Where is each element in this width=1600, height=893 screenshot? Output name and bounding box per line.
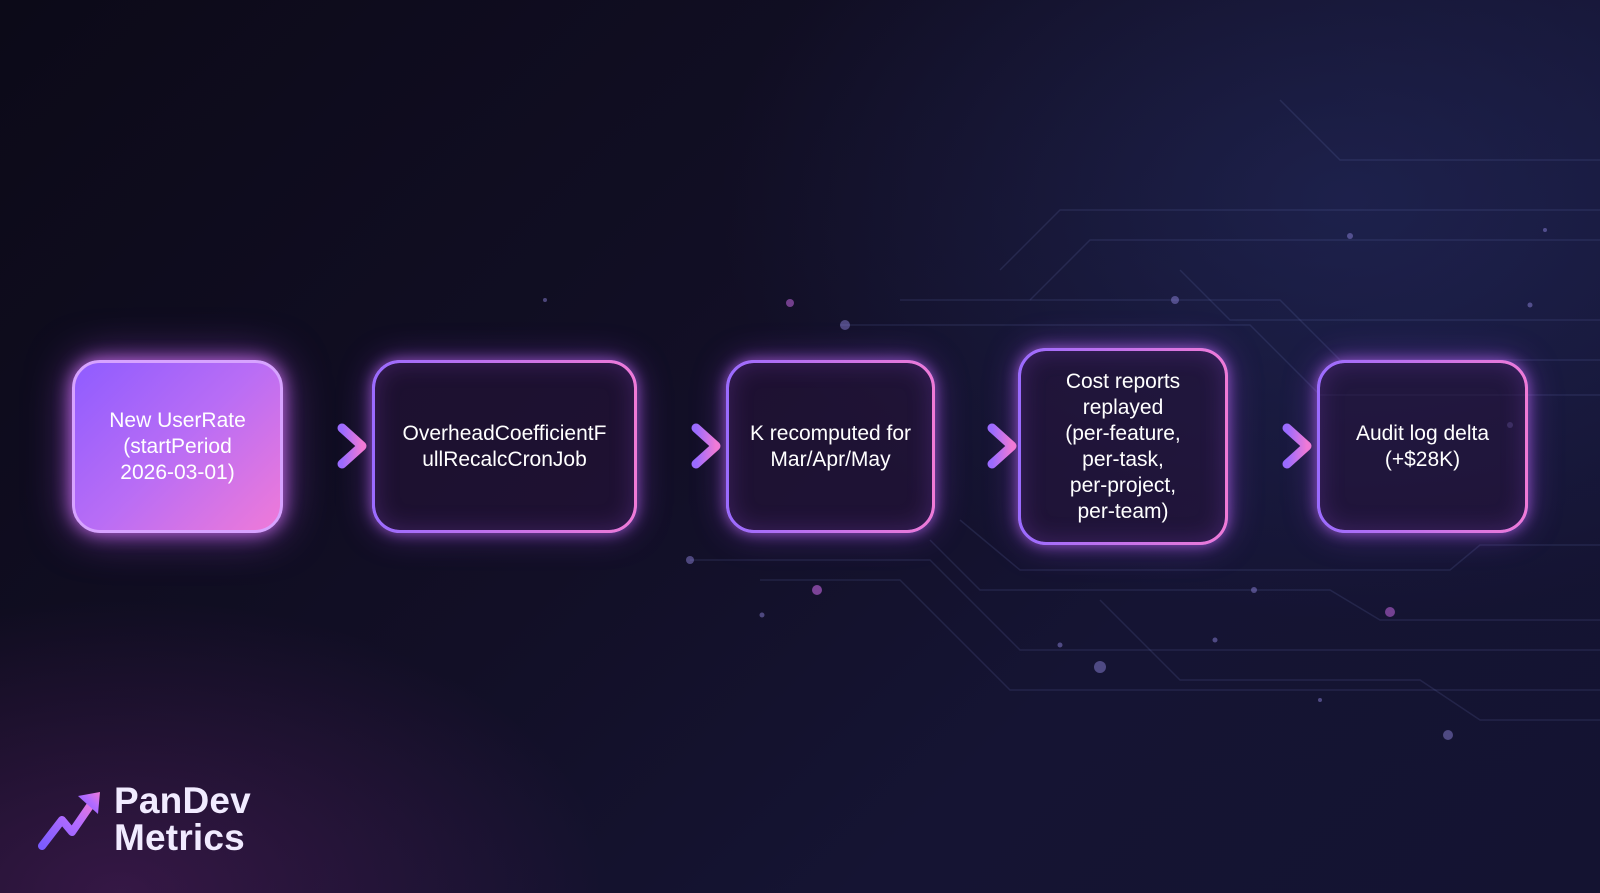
trending-up-arrow-icon bbox=[38, 792, 100, 850]
pandev-metrics-logo: PanDev Metrics bbox=[38, 778, 268, 858]
arrow-1 bbox=[287, 423, 367, 469]
logo-line-1: PanDev bbox=[114, 780, 251, 821]
node-cost-reports-label: Cost reports replayed (per-feature, per-… bbox=[1065, 369, 1181, 523]
node-audit-log-label: Audit log delta (+$28K) bbox=[1355, 421, 1490, 471]
node-cost-reports: Cost reports replayed (per-feature, per-… bbox=[1018, 348, 1228, 545]
arrow-4 bbox=[1232, 423, 1312, 469]
node-cron-job-label: OverheadCoefficientF ullRecalcCronJob bbox=[402, 421, 607, 471]
arrow-3 bbox=[937, 423, 1017, 469]
logo-line-2: Metrics bbox=[114, 817, 245, 858]
node-audit-log: Audit log delta (+$28K) bbox=[1317, 360, 1528, 533]
node-new-userrate-label: New UserRate (startPeriod 2026-03-01) bbox=[109, 408, 246, 484]
node-new-userrate: New UserRate (startPeriod 2026-03-01) bbox=[72, 360, 283, 533]
logo-wordmark: PanDev Metrics bbox=[114, 782, 251, 856]
node-k-recomputed-label: K recomputed for Mar/Apr/May bbox=[749, 421, 912, 471]
arrow-2 bbox=[641, 423, 721, 469]
node-k-recomputed: K recomputed for Mar/Apr/May bbox=[726, 360, 935, 533]
node-cron-job: OverheadCoefficientF ullRecalcCronJob bbox=[372, 360, 637, 533]
